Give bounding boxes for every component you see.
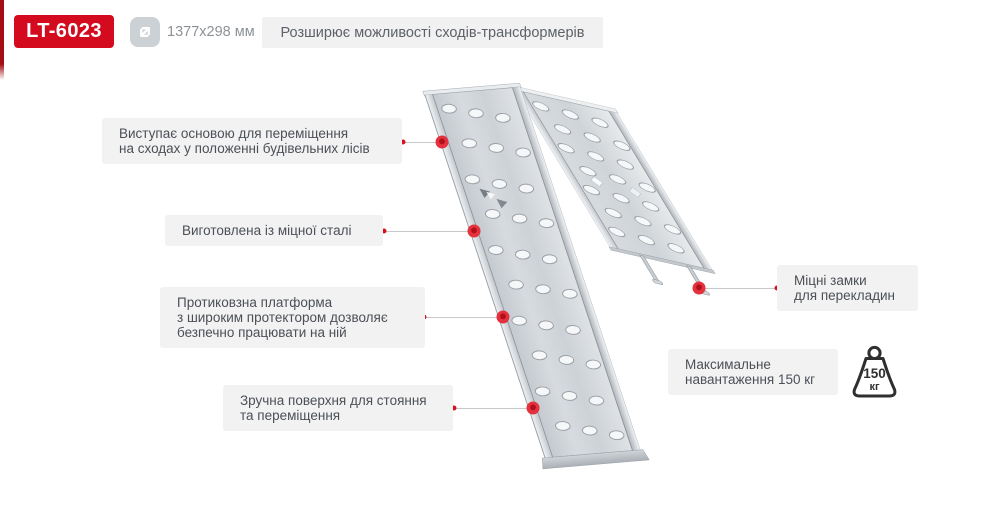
perforation-holes (441, 103, 625, 441)
callout-line (699, 288, 777, 289)
perforation-holes (532, 101, 685, 254)
callout-line (454, 408, 533, 409)
platform-front (422, 82, 650, 470)
max-load-text: Максимальне (685, 357, 771, 372)
callout-line (424, 317, 503, 318)
callout-dot-small (451, 405, 457, 411)
callout-text: Зручна поверхня для стояння (240, 393, 427, 408)
callout-text: з широким протектором дозволяє (177, 310, 388, 325)
callout-feature-surface: Зручна поверхня для стояння та переміщен… (223, 385, 453, 431)
weight-icon-unit: кг (869, 381, 880, 393)
weight-icon-value: 150 (863, 366, 886, 381)
callout-text: Виготовлена із міцної сталі (182, 223, 352, 238)
callout-feature-base: Виступає основою для переміщення на сход… (102, 118, 402, 164)
callout-feature-steel: Виготовлена із міцної сталі (165, 215, 383, 246)
callout-text: Виступає основою для переміщення (119, 126, 349, 141)
callout-dot-large (435, 135, 449, 149)
callout-text: для перекладин (794, 288, 895, 303)
callout-dot-large (526, 401, 540, 415)
product-model-badge: LT-6023 (14, 15, 114, 48)
max-load-box: Максимальне навантаження 150 кг (668, 349, 838, 395)
callout-dot-large (496, 310, 510, 324)
callout-text: Міцні замки (794, 273, 867, 288)
left-accent-bar (0, 0, 4, 80)
weight-icon: 150 кг (852, 345, 897, 398)
callout-line (403, 142, 442, 143)
callout-feature-locks: Міцні замки для перекладин (777, 265, 918, 311)
callout-feature-antislip: Протиковзна платформа з широким протекто… (160, 287, 425, 348)
callout-line (384, 231, 474, 232)
rung-lock-pin (639, 254, 664, 285)
resize-diagonal-arrow-icon (130, 17, 160, 47)
callout-dot-large (692, 281, 706, 295)
callout-text: на сходах у положенні будівельних лісів (119, 141, 370, 156)
tagline-banner: Розширює можливості сходів-трансформерів (262, 17, 603, 48)
callout-text: та переміщення (240, 408, 341, 423)
callout-dot-small (381, 228, 387, 234)
callout-dot-large (467, 224, 481, 238)
callout-text: безпечно працювати на ній (177, 325, 347, 340)
product-dimensions: 1377x298 мм (167, 24, 255, 40)
max-load-text: навантаження 150 кг (685, 372, 816, 387)
callout-dot-small (400, 139, 406, 145)
callout-text: Протиковзна платформа (177, 295, 333, 310)
